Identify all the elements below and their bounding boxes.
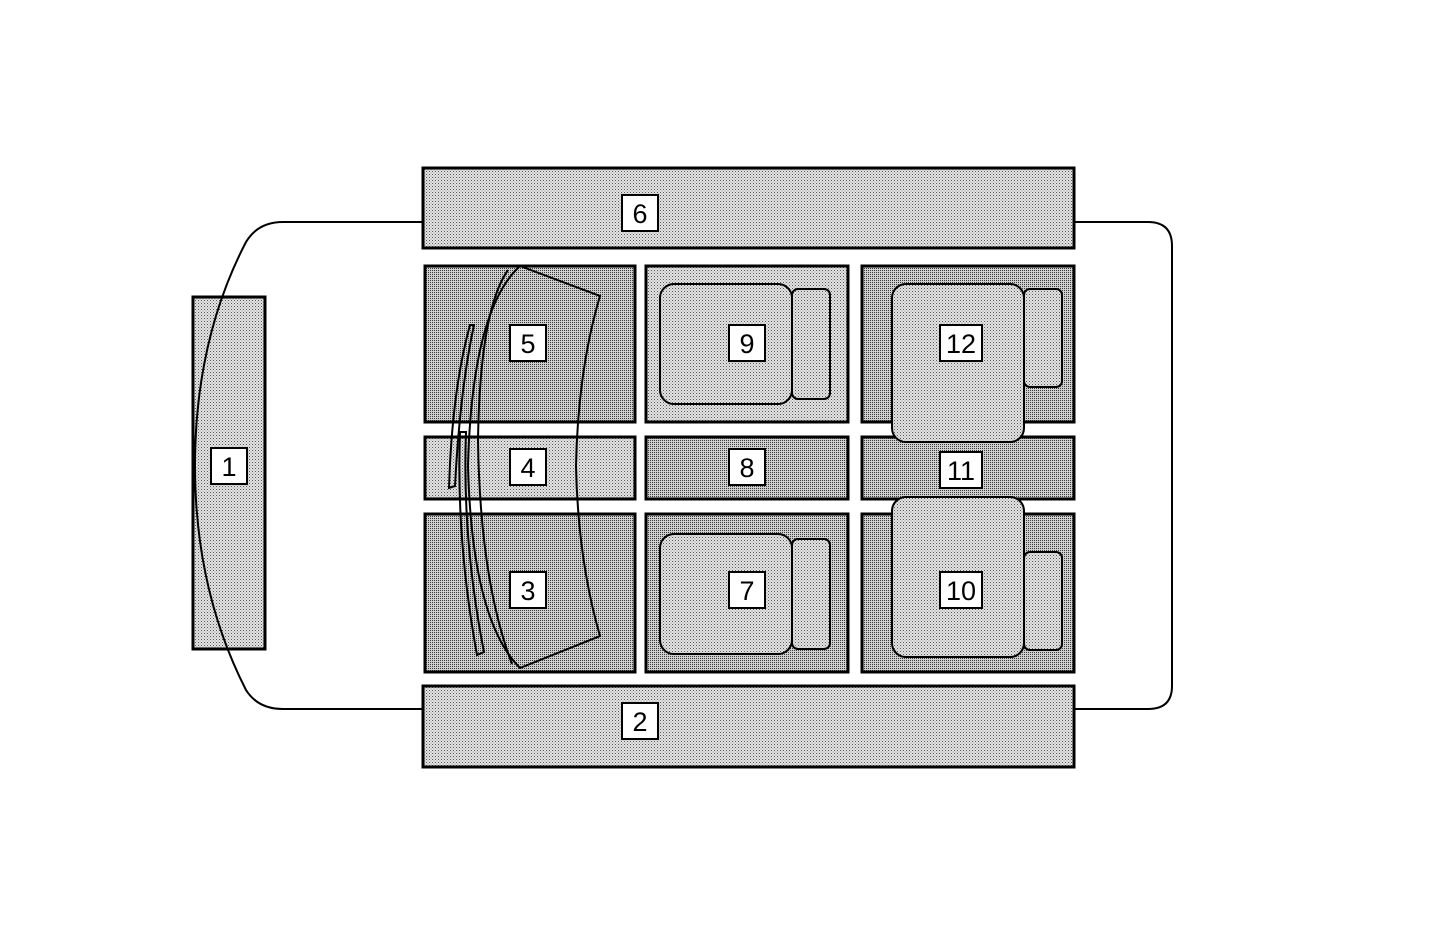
- zone-number: 1: [221, 452, 236, 482]
- zone-number: 6: [632, 199, 647, 229]
- zone-number: 8: [739, 453, 754, 483]
- windshield-inner-outline: [476, 269, 513, 665]
- rear-seat-back: [1023, 551, 1063, 651]
- zone-number: 11: [947, 456, 975, 486]
- zone-number: 7: [739, 576, 754, 606]
- seat-back: [791, 288, 831, 400]
- rear-seat-back: [1023, 288, 1063, 388]
- zone-label: 10: [939, 571, 983, 609]
- zone-label: 2: [621, 702, 659, 740]
- zone-label: 3: [509, 571, 547, 609]
- zone-label: 5: [509, 324, 547, 362]
- wiper-arm-upper: [447, 324, 476, 490]
- zone-label: 6: [621, 194, 659, 232]
- zone-number: 12: [946, 329, 976, 359]
- zone-label: 4: [509, 448, 547, 486]
- zone-label: 7: [728, 571, 766, 609]
- zone-label: 11: [939, 451, 983, 489]
- windshield-outline: [466, 264, 602, 670]
- zone-6-area: [421, 166, 1076, 250]
- zone-number: 3: [520, 576, 535, 606]
- zone-number: 10: [946, 576, 976, 606]
- zone-number: 9: [739, 329, 754, 359]
- zone-2-area: [421, 684, 1076, 769]
- wiper-arm-lower: [458, 431, 486, 657]
- zone-number: 5: [520, 329, 535, 359]
- rear-seat-cushion: [891, 283, 1025, 443]
- vehicle-body-outline: [193, 221, 1173, 710]
- zone-number: 4: [520, 453, 535, 483]
- zone-label: 1: [210, 447, 248, 485]
- zone-label: 12: [939, 324, 983, 362]
- seat-cushion: [659, 533, 793, 655]
- seat-cushion: [659, 283, 793, 405]
- zone-label: 8: [728, 448, 766, 486]
- zone-label: 9: [728, 324, 766, 362]
- zone-number: 2: [632, 707, 647, 737]
- seat-back: [791, 538, 831, 650]
